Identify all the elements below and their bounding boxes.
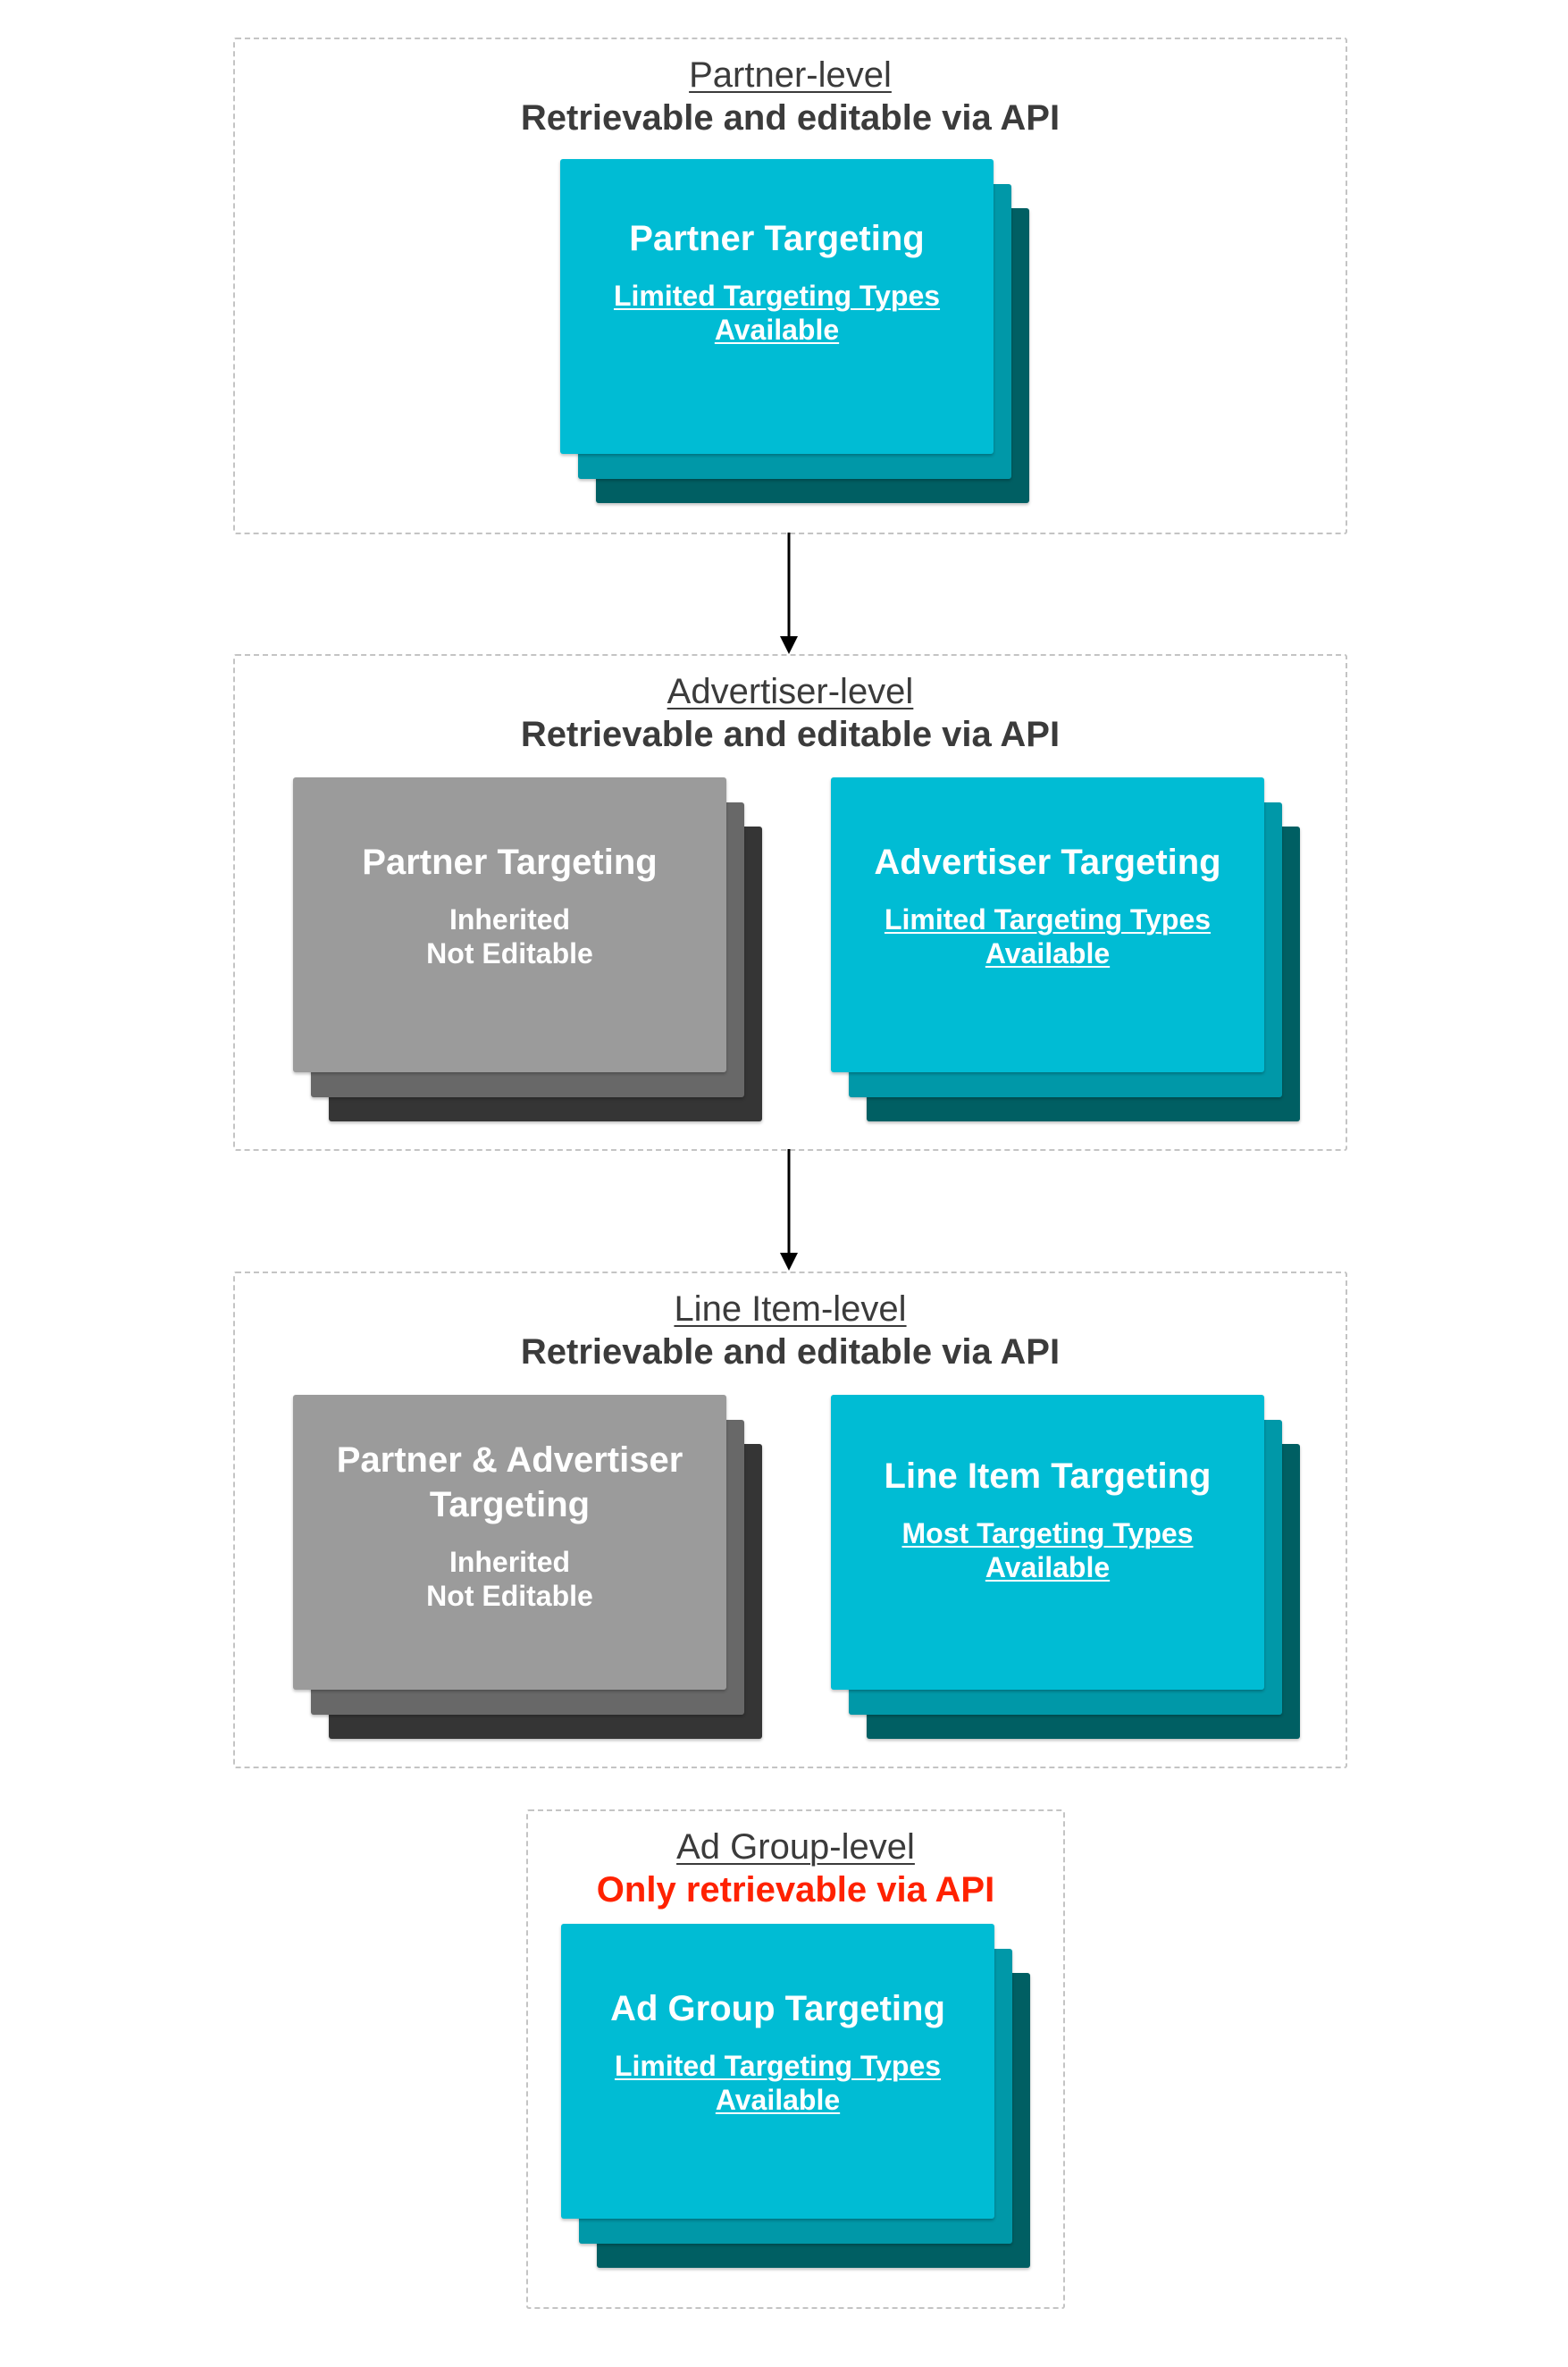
card-title: Partner & Advertiser Targeting	[336, 1440, 683, 1524]
ad-group-targeting-card: Ad Group Targeting Limited Targeting Typ…	[561, 1924, 994, 2219]
line-item-level-title: Line Item-level	[674, 1289, 907, 1329]
card-title: Ad Group Targeting	[610, 1989, 945, 2028]
arrow-down-icon	[780, 533, 798, 654]
inherited-partner-advertiser-targeting-card: Partner & Advertiser Targeting Inherited…	[293, 1395, 726, 1690]
arrow-down-icon	[780, 1149, 798, 1271]
inherited-partner-advertiser-targeting-stack: Partner & Advertiser Targeting Inherited…	[293, 1395, 762, 1743]
line-item-targeting-card: Line Item Targeting Most Targeting Types…	[831, 1395, 1264, 1690]
partner-targeting-stack: Partner Targeting Limited Targeting Type…	[560, 159, 1029, 508]
ad-group-level-title: Ad Group-level	[676, 1827, 915, 1867]
advertiser-targeting-stack: Advertiser Targeting Limited Targeting T…	[831, 777, 1300, 1126]
targeting-types-link[interactable]: Limited Targeting Types Available	[884, 903, 1212, 969]
ad-group-targeting-stack: Ad Group Targeting Limited Targeting Typ…	[561, 1924, 1030, 2272]
inherited-partner-targeting-card: Partner Targeting Inherited Not Editable	[293, 777, 726, 1072]
partner-level-title: Partner-level	[689, 55, 892, 95]
card-title: Partner Targeting	[629, 219, 925, 258]
line-item-targeting-stack: Line Item Targeting Most Targeting Types…	[831, 1395, 1300, 1743]
card-title: Line Item Targeting	[884, 1456, 1212, 1496]
ad-group-level-subtitle: Only retrievable via API	[596, 1870, 995, 1910]
targeting-types-link[interactable]: Most Targeting Types Available	[901, 1517, 1194, 1583]
advertiser-level-box: Advertiser-level Retrievable and editabl…	[233, 654, 1347, 1151]
inherited-note: Inherited Not Editable	[426, 1546, 593, 1612]
partner-level-box: Partner-level Retrievable and editable v…	[233, 38, 1347, 534]
inherited-note: Inherited Not Editable	[426, 903, 593, 969]
inherited-partner-targeting-stack: Partner Targeting Inherited Not Editable	[293, 777, 762, 1126]
card-title: Advertiser Targeting	[874, 843, 1221, 882]
targeting-types-link[interactable]: Limited Targeting Types Available	[613, 280, 941, 346]
line-item-level-box: Line Item-level Retrievable and editable…	[233, 1272, 1347, 1768]
line-item-level-subtitle: Retrievable and editable via API	[520, 1332, 1061, 1372]
partner-targeting-card: Partner Targeting Limited Targeting Type…	[560, 159, 994, 454]
partner-level-subtitle: Retrievable and editable via API	[520, 98, 1061, 138]
advertiser-level-subtitle: Retrievable and editable via API	[520, 715, 1061, 754]
targeting-types-link[interactable]: Limited Targeting Types Available	[614, 2050, 942, 2116]
ad-group-level-box: Ad Group-level Only retrievable via API …	[526, 1809, 1065, 2309]
advertiser-targeting-card: Advertiser Targeting Limited Targeting T…	[831, 777, 1264, 1072]
advertiser-level-title: Advertiser-level	[667, 672, 914, 711]
card-title: Partner Targeting	[362, 843, 658, 882]
